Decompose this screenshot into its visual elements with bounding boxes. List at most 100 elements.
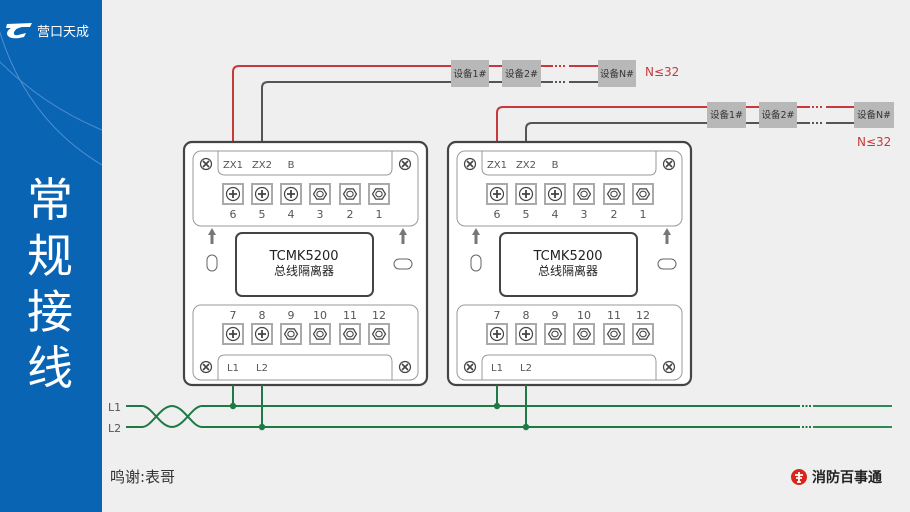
terminal-number: 10 — [313, 309, 327, 322]
terminal-number: 4 — [288, 208, 295, 221]
junction-dot — [258, 423, 266, 431]
terminal-label: ZX2 — [516, 160, 536, 171]
up-arrow-icon — [663, 228, 671, 244]
terminal-label: L1 — [491, 363, 503, 374]
up-arrow-icon — [208, 228, 216, 244]
brand-name: 消防百事通 — [812, 470, 882, 486]
device-box: 设备N# — [854, 102, 894, 128]
device-label: 设备2# — [505, 68, 538, 80]
mount-slot — [657, 258, 677, 270]
terminal-number: 1 — [376, 208, 383, 221]
title-char: 常 — [27, 173, 73, 227]
decorative-arcs — [0, 30, 102, 166]
hex-terminal-icon — [368, 183, 390, 205]
loop-bus: L1 L2 — [108, 385, 892, 435]
zx1-wire — [496, 106, 707, 142]
hex-terminal-icon — [603, 183, 625, 205]
mount-slot — [393, 258, 413, 270]
device-label: 设备N# — [600, 68, 634, 80]
mounting-screw-icon — [199, 157, 213, 171]
company-name: 营口天成 — [37, 24, 90, 40]
terminal-number: 10 — [577, 309, 591, 322]
bus-row-2: 设备1# 设备2# 设备N# N≤32 — [496, 102, 894, 149]
bus-label-l2: L2 — [108, 422, 121, 435]
bus-row-1: 设备1# 设备2# 设备N# N≤32 — [232, 60, 679, 142]
terminal-label: L2 — [256, 363, 268, 374]
device-box: 设备2# — [759, 102, 797, 128]
zx2-wire — [525, 122, 707, 142]
terminal-number: 12 — [636, 309, 650, 322]
zx2-wire — [261, 81, 451, 142]
terminal-number: 9 — [552, 309, 559, 322]
mounting-screw-icon — [662, 360, 676, 374]
phillips-terminal-icon — [222, 323, 244, 345]
device-box: 设备1# — [451, 60, 489, 87]
terminal-number: 12 — [372, 309, 386, 322]
hex-terminal-icon — [573, 183, 595, 205]
mounting-screw-icon — [662, 157, 676, 171]
junction-dot — [229, 402, 237, 410]
phillips-terminal-icon — [222, 183, 244, 205]
phillips-terminal-icon — [251, 323, 273, 345]
up-arrow-icon — [472, 228, 480, 244]
terminal-label: L1 — [227, 363, 239, 374]
mounting-screw-icon — [463, 360, 477, 374]
terminal-number: 8 — [259, 309, 266, 322]
device-label: 设备2# — [761, 109, 794, 121]
phillips-terminal-icon — [515, 183, 537, 205]
title-char: 线 — [27, 341, 73, 395]
hex-terminal-icon — [603, 323, 625, 345]
hex-terminal-icon — [632, 323, 654, 345]
terminal-number: 11 — [343, 309, 357, 322]
page-title: 常 规 接 线 — [22, 172, 78, 396]
device-box: 设备2# — [502, 60, 541, 87]
company-logo-icon — [6, 23, 32, 39]
bus-label-l1: L1 — [108, 401, 121, 414]
mounting-screw-icon — [199, 360, 213, 374]
terminal-number: 6 — [494, 208, 501, 221]
module-name: 总线隔离器 — [538, 263, 598, 278]
credit-text: 鸣谢:表哥 — [110, 468, 176, 486]
junction-dot — [522, 423, 530, 431]
device-label: 设备1# — [710, 109, 743, 121]
terminal-number: 2 — [611, 208, 618, 221]
mount-slot — [206, 254, 218, 272]
terminal-number: 5 — [523, 208, 530, 221]
module-model: TCMK5200 — [532, 249, 602, 264]
terminal-number: 3 — [581, 208, 588, 221]
terminal-number: 8 — [523, 309, 530, 322]
title-char: 规 — [27, 229, 73, 283]
phillips-terminal-icon — [251, 183, 273, 205]
phillips-terminal-icon — [486, 323, 508, 345]
device-limit: N≤32 — [645, 65, 679, 79]
terminal-number: 11 — [607, 309, 621, 322]
terminal-label: ZX2 — [252, 160, 272, 171]
terminal-number: 7 — [494, 309, 501, 322]
mounting-screw-icon — [398, 360, 412, 374]
hex-terminal-icon — [573, 323, 595, 345]
device-limit: N≤32 — [857, 135, 891, 149]
mounting-screw-icon — [398, 157, 412, 171]
mounting-screw-icon — [463, 157, 477, 171]
hex-terminal-icon — [339, 323, 361, 345]
terminal-number: 2 — [347, 208, 354, 221]
hex-terminal-icon — [309, 323, 331, 345]
device-box: 设备N# — [598, 60, 636, 87]
hex-terminal-icon — [280, 323, 302, 345]
phillips-terminal-icon — [486, 183, 508, 205]
module-name: 总线隔离器 — [274, 263, 334, 278]
terminal-label: B — [552, 160, 559, 171]
terminal-number: 6 — [230, 208, 237, 221]
terminal-number: 1 — [640, 208, 647, 221]
terminal-number: 4 — [552, 208, 559, 221]
sidebar: 营口天成 常 规 接 线 — [0, 0, 102, 512]
device-box: 设备1# — [707, 102, 746, 128]
hex-terminal-icon — [632, 183, 654, 205]
device-label: 设备N# — [857, 109, 891, 121]
brand-icon — [791, 469, 807, 485]
phillips-terminal-icon — [515, 323, 537, 345]
